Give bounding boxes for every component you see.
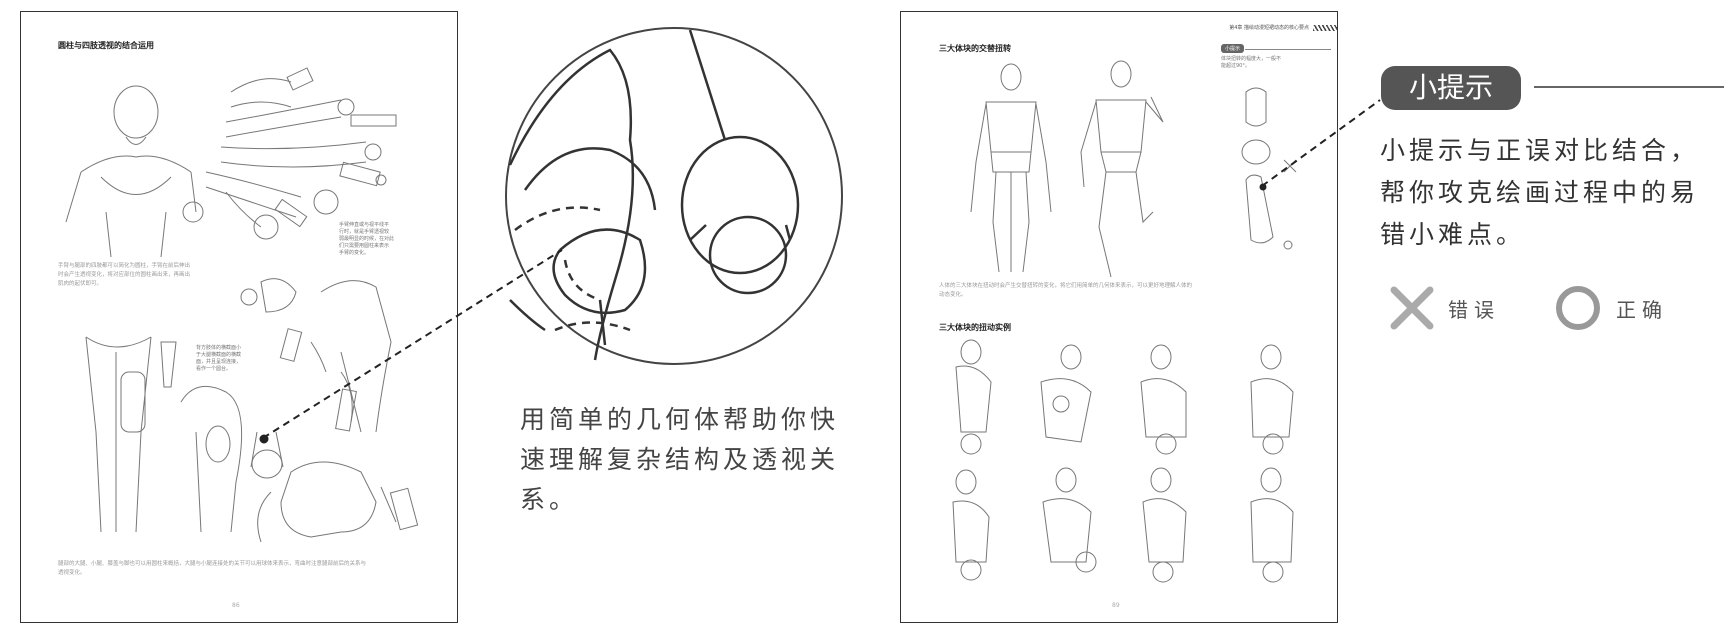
left-page-figure-sketches bbox=[65, 67, 419, 543]
wrong-x-icon bbox=[1390, 286, 1434, 330]
left-body-text-2: 腿部的大腿、小腿、膝盖与脚也可以用圆柱来概括，大腿与小腿连接处的关节可以用球体来… bbox=[58, 561, 367, 576]
caption-geometry-text: 用简单的几何体帮助你快速理解复杂结构及透视关系。 bbox=[520, 405, 840, 514]
right-label: 正确 bbox=[1616, 298, 1668, 322]
tip-badge: 小提示 bbox=[1381, 66, 1521, 110]
header-stripes-decoration bbox=[1313, 25, 1337, 31]
magnified-sketch bbox=[508, 29, 800, 361]
left-book-page: 圆柱与四肢透视的结合运用 bbox=[20, 11, 458, 623]
tip-description: 小提示与正误对比结合，帮你攻克绘画过程中的易错小难点。 bbox=[1380, 136, 1700, 249]
magnifier-circle bbox=[505, 27, 843, 365]
wrong-label: 错误 bbox=[1448, 298, 1500, 322]
left-note-upper: 手臂伸直或与视平线平行时，就是手臂透视较弱最明显的时候，在对此们只需要用圆柱来表… bbox=[339, 222, 395, 256]
right-tip-chip-text: 体块扭转的幅度大，一般不能超过90°。 bbox=[1221, 56, 1282, 69]
tip-badge-underline bbox=[1534, 86, 1724, 88]
left-body-text-1: 手臂与腿部的四肢都可以简化为圆柱，手臂在前后伸出时会产生透视变化，将对应部位的圆… bbox=[58, 263, 191, 287]
legend-right: 正确 bbox=[1552, 282, 1722, 332]
right-tip-chip: 小提示 bbox=[1221, 44, 1245, 53]
left-page-number: 86 bbox=[232, 602, 240, 609]
right-tip-chip-line bbox=[1245, 49, 1331, 50]
right-page-title-top: 三大体块的交替扭转 bbox=[939, 44, 1011, 53]
correct-circle-icon bbox=[1556, 286, 1600, 330]
right-body-text: 人体的三大体块在扭动时会产生交替扭转的变化，将它们用简单的几何体来表示，可以更好… bbox=[939, 283, 1193, 298]
right-book-page: 第4章 描绘动漫短裙动态的核心要点 三大体块的交替扭转 小提示 体块扭转的幅度大… bbox=[900, 11, 1338, 623]
left-page-title: 圆柱与四肢透视的结合运用 bbox=[58, 41, 154, 50]
right-page-header: 第4章 描绘动漫短裙动态的核心要点 bbox=[1229, 25, 1309, 31]
right-page-figure-sketches bbox=[952, 60, 1297, 583]
right-page-title-bottom: 三大体块的扭动实例 bbox=[939, 323, 1011, 332]
legend-wrong: 错误 bbox=[1386, 282, 1536, 332]
left-note-middle: 背方肢体的横截面小于大腿横截面的横截面，并且呈现连接，看作一个圆台。 bbox=[196, 345, 242, 372]
right-page-number: 89 bbox=[1112, 602, 1120, 609]
